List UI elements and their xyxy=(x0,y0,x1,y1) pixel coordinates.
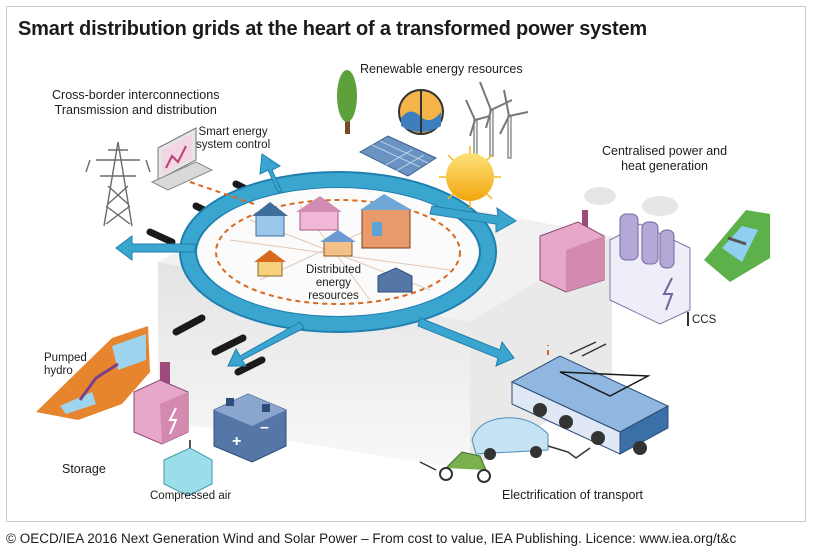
label-transport: Electrification of transport xyxy=(502,488,644,502)
label-smart-control: Smart energy system control xyxy=(196,126,270,152)
electric-bus-icon xyxy=(510,341,670,455)
transmission-tower-icon xyxy=(85,141,151,227)
dashed-connectors xyxy=(189,181,549,355)
label-centralised: Centralised power and heat generation xyxy=(602,144,727,174)
svg-text:+: + xyxy=(232,433,241,450)
storage-building-icon xyxy=(133,362,189,445)
label-ccs: CCS xyxy=(692,314,717,326)
solar-panel-icon xyxy=(358,135,438,177)
label-distributed: Distributed energy resources xyxy=(306,264,361,303)
label-pumped-line1: Pumped xyxy=(44,352,87,364)
label-pumped-line2: hydro xyxy=(44,365,73,377)
electric-scooter-icon xyxy=(419,451,491,483)
label-smart-control-line2: system control xyxy=(196,139,271,151)
label-distributed-line3: resources xyxy=(308,290,359,302)
grid-arrows xyxy=(115,153,517,367)
sun-icon xyxy=(439,146,501,208)
label-distributed-line1: Distributed xyxy=(306,264,361,276)
ocean-energy-icon xyxy=(398,89,444,135)
copyright-footer: © OECD/IEA 2016 Next Generation Wind and… xyxy=(6,531,737,546)
electric-car-icon xyxy=(471,417,591,460)
label-compressed-air: Compressed air xyxy=(150,490,232,502)
compressed-air-tank-icon xyxy=(163,440,213,497)
monitor-icon xyxy=(150,127,214,191)
power-plant-icon xyxy=(539,187,691,326)
pumped-hydro-icon xyxy=(36,326,150,420)
svg-text:–: – xyxy=(260,419,269,436)
label-renewables: Renewable energy resources xyxy=(360,62,523,76)
figure-title: Smart distribution grids at the heart of… xyxy=(18,18,647,40)
houses-group xyxy=(252,194,413,293)
wind-turbine-icon xyxy=(465,81,529,159)
label-interconnections-line1: Cross-border interconnections xyxy=(52,88,220,102)
label-distributed-line2: energy xyxy=(315,277,352,289)
battery-icon: + – xyxy=(213,393,287,463)
label-interconnections: Cross-border interconnections Transmissi… xyxy=(52,88,219,118)
label-interconnections-line2: Transmission and distribution xyxy=(54,103,217,117)
tree-icon xyxy=(337,70,357,134)
label-centralised-line1: Centralised power and xyxy=(602,144,728,158)
dam-icon xyxy=(704,210,770,282)
label-storage: Storage xyxy=(62,462,106,476)
label-smart-control-line1: Smart energy xyxy=(198,126,268,138)
label-pumped-hydro: Pumped hydro xyxy=(44,352,87,378)
label-centralised-line2: heat generation xyxy=(621,159,708,173)
